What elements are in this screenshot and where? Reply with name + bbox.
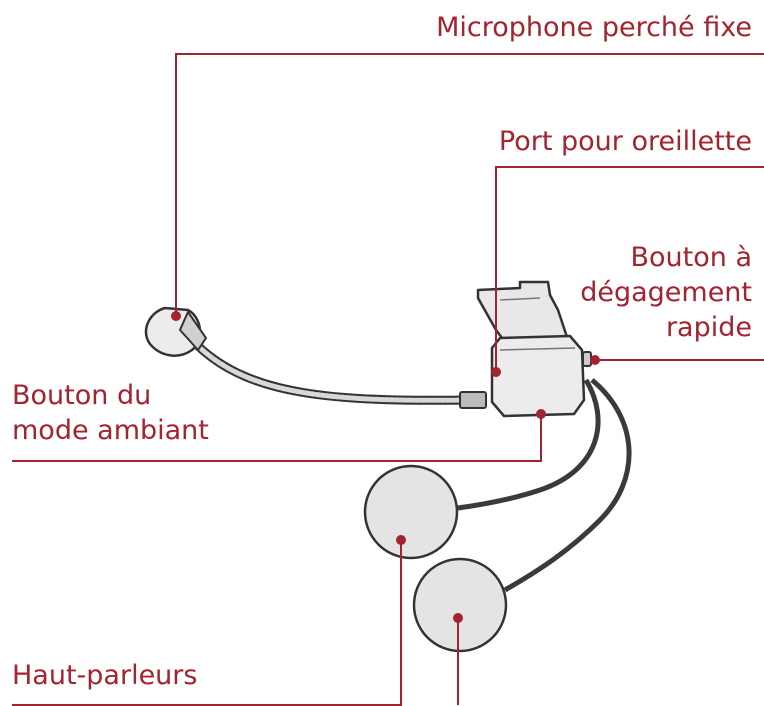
label-quick-release-line1: Bouton à	[630, 242, 753, 273]
label-ambient-mode-line2: mode ambiant	[12, 415, 209, 446]
callout-dot-earbud-port	[491, 367, 501, 377]
speaker-cable-2	[503, 378, 632, 593]
label-ambient-mode-line1: Bouton du	[12, 380, 152, 411]
label-speakers: Haut-parleurs	[12, 660, 198, 691]
quick-release-button	[582, 351, 592, 367]
speaker-cable-1	[457, 378, 601, 511]
label-microphone: Microphone perché fixe	[436, 12, 752, 43]
boom-arm-inner	[195, 343, 473, 403]
clip-bracket	[476, 280, 570, 344]
callout-line-ambient	[12, 414, 542, 462]
callout-line-earbud-port	[495, 166, 764, 372]
callout-dot-speaker-2	[453, 613, 463, 623]
callout-dot-microphone	[171, 311, 181, 321]
speaker-1	[363, 464, 459, 560]
speaker-2	[412, 557, 508, 653]
label-ambient-mode: Bouton du mode ambiant	[12, 378, 209, 448]
callout-dot-release	[590, 355, 600, 365]
callout-dot-ambient	[536, 409, 546, 419]
callout-line-speakers	[12, 540, 402, 706]
callout-line-microphone	[175, 53, 764, 316]
control-unit	[490, 334, 586, 418]
microphone-head	[144, 306, 208, 357]
boom-collar	[459, 391, 487, 409]
label-earbud-port: Port pour oreillette	[498, 126, 752, 157]
label-quick-release-line2: dégagement	[580, 277, 752, 308]
callout-dot-speaker-1	[396, 535, 406, 545]
label-quick-release-line3: rapide	[665, 312, 752, 343]
label-quick-release: Bouton à dégagement rapide	[580, 240, 752, 345]
